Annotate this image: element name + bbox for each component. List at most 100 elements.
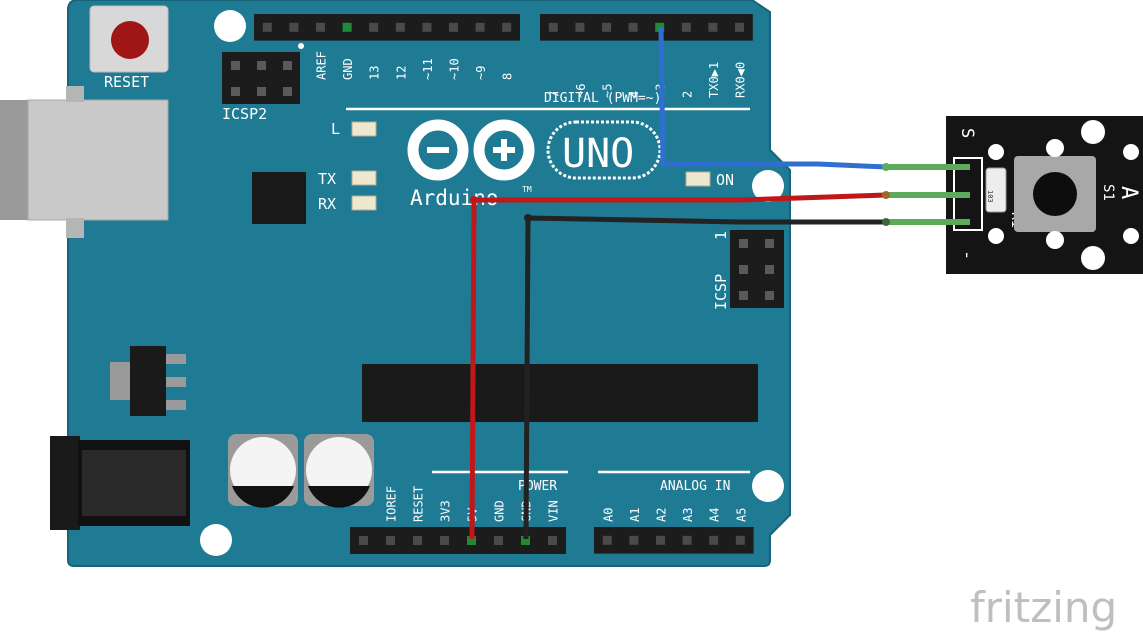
arduino-uno-board: RESET ICSP2 L TX RX ON Arduino TM UNO DI… (0, 0, 791, 567)
label-a: A (1116, 186, 1141, 199)
header-pin[interactable] (257, 87, 266, 96)
module-hole (1046, 231, 1064, 249)
resistor-r1 (985, 167, 1007, 213)
pin-label: RX0◀0 (734, 62, 748, 98)
microcontroller-chip (362, 364, 758, 422)
header-pin[interactable] (765, 239, 774, 248)
header-pin[interactable] (629, 535, 639, 545)
header-pin[interactable] (739, 291, 748, 300)
header-pin[interactable] (449, 22, 458, 32)
led-on (685, 171, 711, 187)
icsp-header (730, 230, 784, 308)
wire-end (882, 163, 890, 171)
header-pin[interactable] (735, 535, 745, 545)
header-pin[interactable] (682, 535, 692, 545)
header-pin[interactable] (628, 22, 638, 32)
header-pin[interactable] (283, 87, 292, 96)
pin-label: ~5 (601, 84, 615, 98)
header-pin[interactable] (681, 22, 691, 32)
label-minus: - (957, 250, 977, 260)
led-tx (351, 170, 377, 186)
header-pin[interactable] (548, 22, 558, 32)
capacitor (304, 434, 374, 508)
header-digital-high (254, 14, 520, 41)
wire-signal (658, 26, 887, 170)
module-hole (1046, 139, 1064, 157)
module-hole (988, 144, 1004, 160)
pin-label: 2 (680, 91, 694, 98)
header-pin[interactable] (231, 61, 240, 70)
header-pin[interactable] (262, 22, 272, 32)
header-housing (540, 14, 753, 41)
header-analog (594, 527, 754, 554)
header-pin[interactable] (709, 535, 719, 545)
pin-label: 13 (368, 66, 382, 80)
header-pin[interactable] (231, 87, 240, 96)
board-pcb (67, 0, 791, 567)
icsp-pin1-label: 1 (712, 231, 730, 240)
mounting-hole (214, 10, 246, 42)
header-pin[interactable] (422, 22, 432, 32)
header-pin[interactable] (386, 536, 395, 545)
dc-power-jack (50, 436, 190, 530)
header-power (350, 527, 566, 554)
header-pin[interactable] (602, 22, 611, 32)
pin-label: IOREF (385, 486, 399, 522)
pin-label: ~9 (474, 66, 488, 80)
pin-label: ~10 (448, 58, 462, 80)
pin-label: 7 (547, 91, 561, 98)
header-pin[interactable] (369, 22, 379, 32)
header-pin[interactable] (548, 536, 557, 545)
header-pin[interactable] (467, 536, 476, 545)
voltage-regulator (110, 346, 186, 416)
header-housing (350, 527, 566, 554)
header-pin[interactable] (494, 536, 503, 545)
header-pin[interactable] (359, 536, 368, 545)
header-pin[interactable] (521, 536, 530, 545)
pin-label: GND (493, 500, 507, 522)
pin-label: A0 (601, 508, 615, 522)
switch-cap[interactable] (1033, 172, 1077, 216)
header-pin[interactable] (502, 22, 512, 32)
header-pin[interactable] (413, 536, 422, 545)
pin-label: TX0▶1 (707, 62, 721, 98)
pin-label: A1 (628, 508, 642, 522)
led-rx (351, 195, 377, 211)
header-pin[interactable] (708, 22, 718, 32)
wire-end (882, 191, 890, 199)
header-pin[interactable] (257, 61, 266, 70)
module-hole (988, 228, 1004, 244)
uno-badge (546, 120, 662, 180)
uno-label: UNO (562, 131, 634, 177)
header-pin[interactable] (316, 22, 325, 32)
reset-label: RESET (104, 73, 149, 91)
wire-ground (523, 215, 886, 540)
header-pin[interactable] (475, 22, 485, 32)
reset-button[interactable] (89, 5, 169, 73)
header-pin[interactable] (602, 535, 612, 545)
header-pin[interactable] (283, 61, 292, 70)
header-pin[interactable] (765, 291, 774, 300)
pin-label: A2 (655, 508, 669, 522)
pin-label: 12 (394, 66, 408, 80)
wire-end (882, 218, 890, 226)
header-pin[interactable] (739, 265, 748, 274)
header-pin[interactable] (656, 535, 665, 545)
led-rx-label: RX (318, 195, 336, 213)
analog-label: ANALOG IN (660, 479, 730, 494)
label-s: S (957, 128, 977, 138)
arduino-logo-icon (407, 119, 535, 181)
header-pin[interactable] (289, 22, 299, 32)
header-pin[interactable] (765, 265, 774, 274)
header-pin[interactable] (440, 536, 449, 545)
header-pin[interactable] (395, 22, 405, 32)
wires (469, 26, 970, 540)
header-pin[interactable] (575, 22, 585, 32)
header-pin[interactable] (735, 22, 744, 32)
pin-label: A3 (681, 508, 695, 522)
header-pin[interactable] (342, 22, 352, 32)
header-pin[interactable] (739, 239, 748, 248)
